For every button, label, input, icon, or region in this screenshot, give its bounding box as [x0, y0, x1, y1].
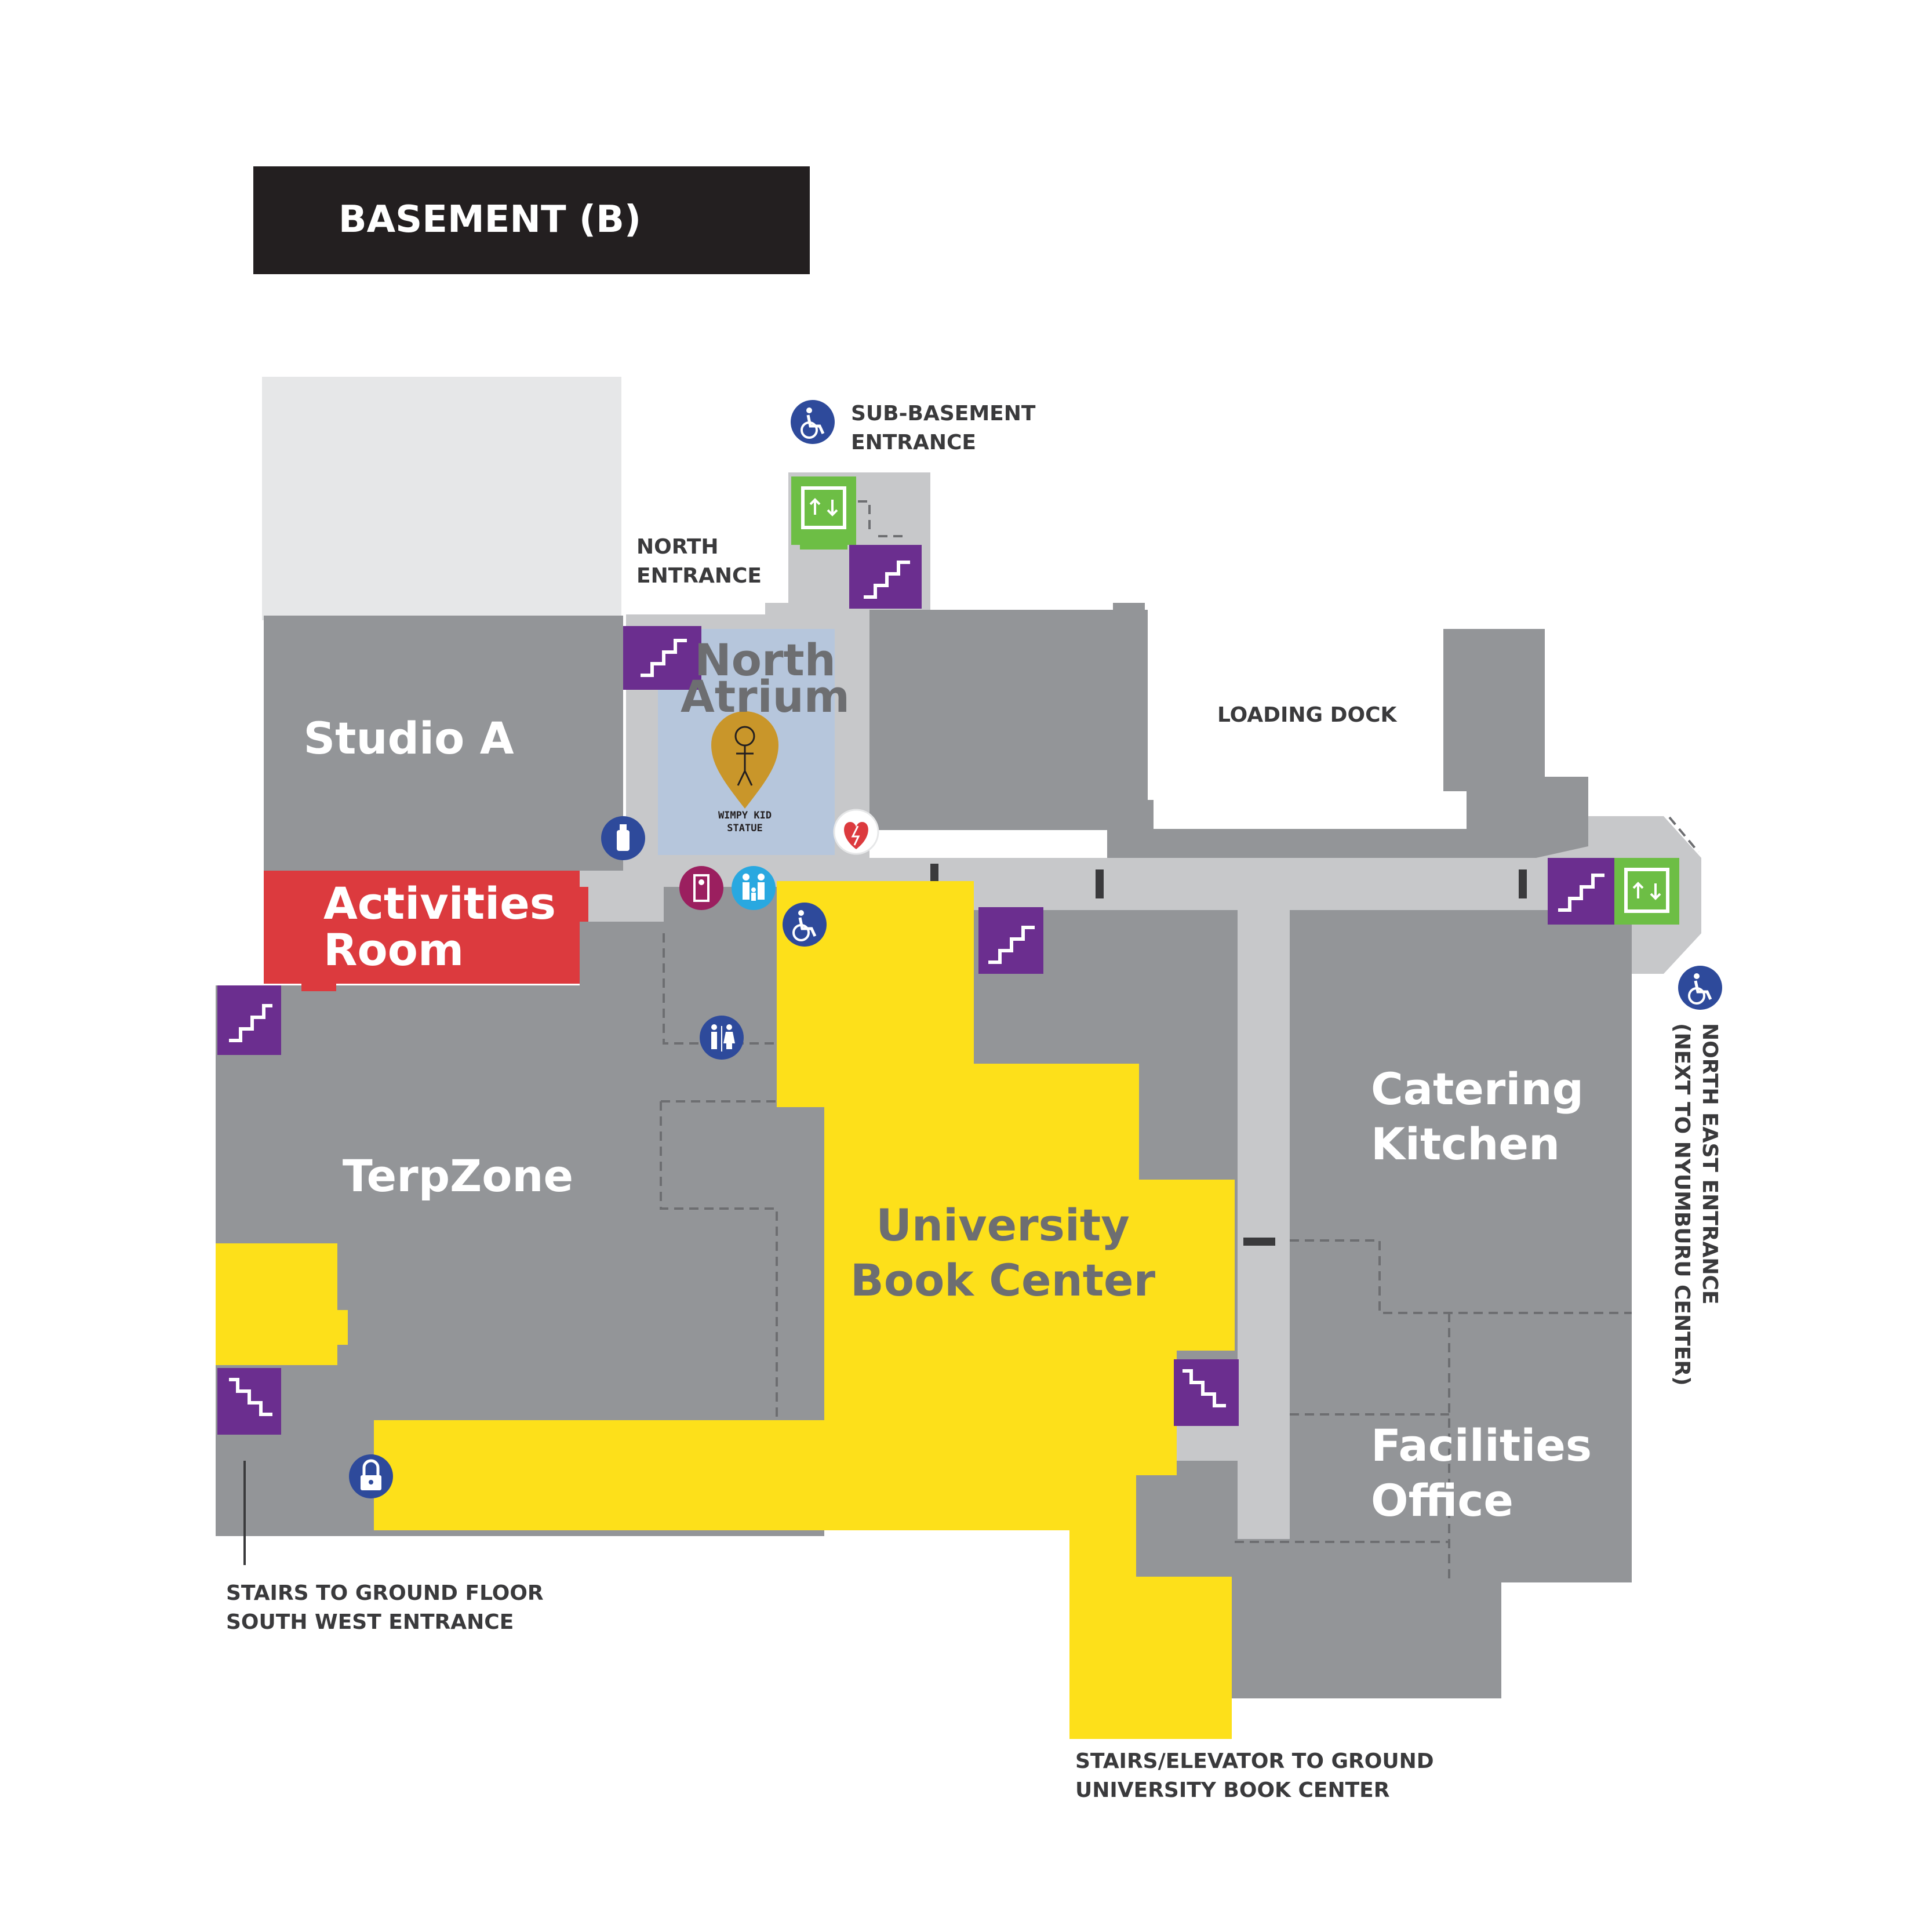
room-label-north-atrium-line2: Atrium — [681, 671, 850, 722]
outdoor-area — [262, 377, 621, 620]
activities-room — [264, 871, 588, 991]
room-label-terpzone: TerpZone — [343, 1150, 573, 1202]
lactation-room-icon — [679, 866, 723, 910]
label-southwest-line1: STAIRS TO GROUND FLOOR — [226, 1581, 544, 1605]
label-northeast-entrance: NORTH EAST ENTRANCE (NEXT TO NYUMBURU CE… — [1670, 1023, 1722, 1386]
room-label-book-center-line1: University — [876, 1199, 1130, 1251]
aed-heart-icon — [833, 809, 879, 855]
stairs-icon-sub-basement[interactable] — [849, 545, 922, 609]
water-bottle-filler-icon — [601, 816, 645, 860]
map-pin-icon — [711, 711, 778, 809]
label-sub-basement-line2: ENTRANCE — [851, 431, 976, 454]
label-southwest-line2: SOUTH WEST ENTRANCE — [226, 1610, 514, 1634]
label-bookcenter-stairs-line1: STAIRS/ELEVATOR TO GROUND — [1075, 1749, 1434, 1773]
stairs-icon-northeast[interactable] — [1548, 858, 1614, 925]
room-label-catering-line2: Kitchen — [1371, 1118, 1560, 1170]
room-label-facilities-line2: Office — [1371, 1475, 1513, 1526]
stairs-icon-west[interactable] — [217, 985, 281, 1055]
room-label-catering-line1: Catering — [1371, 1063, 1584, 1115]
label-northeast-line1: NORTH EAST ENTRANCE — [1698, 1023, 1722, 1305]
statue-label-line2: STATUE — [727, 823, 762, 834]
stairs-icon-corridor[interactable] — [978, 907, 1043, 974]
label-sub-basement-line1: SUB-BASEMENT — [851, 402, 1036, 425]
book-center-area — [216, 881, 1235, 1739]
label-bookcenter-stairs-line2: UNIVERSITY BOOK CENTER — [1075, 1778, 1390, 1802]
family-restroom-icon — [732, 866, 776, 910]
room-label-activities-line2: Room — [323, 924, 464, 976]
stairs-icon-north-atrium[interactable] — [623, 626, 701, 690]
stairs-icon-southwest[interactable] — [217, 1368, 281, 1435]
floor-title-bar: BASEMENT (B) — [253, 166, 810, 274]
wheelchair-icon-northeast — [1678, 966, 1722, 1010]
door-markers — [243, 864, 1527, 1565]
label-north-entrance-line2: ENTRANCE — [636, 564, 762, 588]
wheelchair-icon-atrium — [783, 903, 827, 947]
elevator-icon-sub-basement[interactable] — [791, 476, 856, 550]
studio-a-room — [264, 616, 623, 871]
room-label-book-center-line2: Book Center — [850, 1254, 1156, 1306]
room-label-facilities-line1: Facilities — [1371, 1420, 1592, 1471]
room-label-studio-a: Studio A — [303, 712, 514, 764]
wheelchair-icon-sub-basement — [791, 400, 835, 444]
floor-title: BASEMENT (B) — [339, 198, 641, 241]
elevator-icon-northeast[interactable] — [1614, 858, 1679, 925]
label-northeast-line2: (NEXT TO NYUMBURU CENTER) — [1670, 1023, 1694, 1386]
statue-label-line1: WIMPY KID — [718, 810, 772, 821]
room-label-activities-line1: Activities — [323, 878, 556, 929]
restroom-icon — [700, 1016, 744, 1060]
label-north-entrance-line1: NORTH — [636, 535, 719, 559]
label-loading-dock: LOADING DOCK — [1217, 703, 1398, 727]
lock-icon — [349, 1454, 393, 1498]
room-label-north-atrium-line1: North — [694, 634, 836, 686]
stairs-icon-book-center[interactable] — [1174, 1359, 1239, 1426]
